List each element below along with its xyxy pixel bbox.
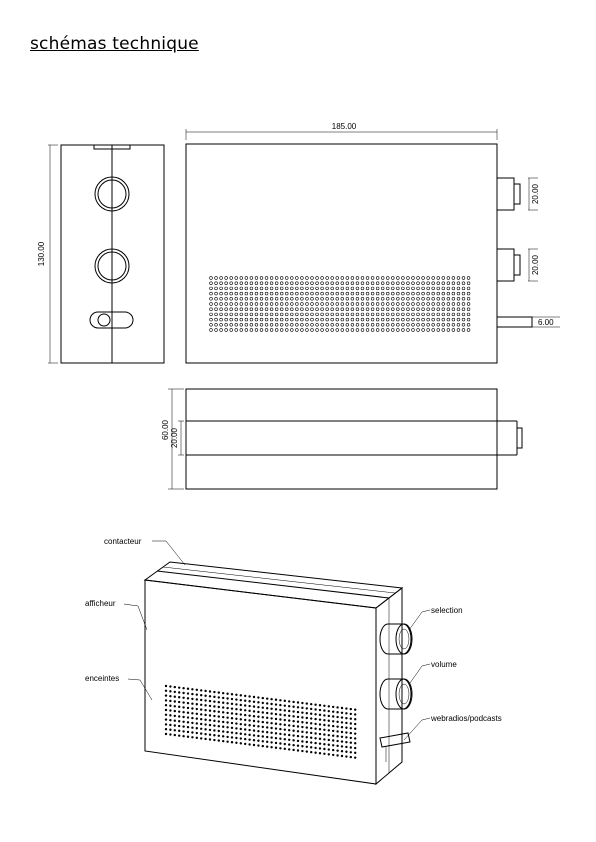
switch-dimension: 6.00 bbox=[538, 318, 554, 327]
width-dimension: 185.00 bbox=[332, 122, 357, 131]
front-switch bbox=[496, 316, 533, 328]
perspective-view: contacteur afficheur enceintes selection… bbox=[85, 537, 502, 786]
leader-contacteur bbox=[152, 540, 186, 566]
top-view-body bbox=[185, 388, 498, 490]
perspective-side-face bbox=[375, 586, 403, 786]
front-speaker-grille bbox=[209, 276, 471, 332]
depth-dimension: 60.00 bbox=[161, 419, 170, 440]
side-knob-volume bbox=[94, 248, 130, 284]
leader-selection bbox=[408, 609, 431, 631]
front-knob-selection bbox=[496, 177, 515, 211]
label-enceintes: enceintes bbox=[85, 674, 119, 683]
perspective-speaker-grille bbox=[164, 684, 357, 759]
front-view: 185.00 20.00 20.00 6.00 bbox=[185, 122, 560, 364]
perspective-front-face bbox=[144, 579, 377, 785]
depth-inner-dimension: 20.00 bbox=[170, 427, 179, 448]
knob2-dimension: 20.00 bbox=[531, 254, 540, 275]
height-dimension: 130.00 bbox=[37, 241, 46, 266]
leader-volume bbox=[409, 663, 431, 684]
side-knob-selection bbox=[94, 176, 130, 212]
perspective-switch bbox=[379, 732, 411, 762]
perspective-knob-selection bbox=[379, 623, 413, 655]
label-afficheur: afficheur bbox=[85, 599, 116, 608]
side-switch bbox=[89, 311, 134, 329]
label-volume: volume bbox=[431, 660, 457, 669]
label-webradios: webradios/podcasts bbox=[430, 714, 502, 723]
perspective-knob-volume bbox=[379, 678, 413, 710]
knob1-dimension: 20.00 bbox=[531, 183, 540, 204]
top-view-knob bbox=[516, 427, 523, 449]
leader-afficheur bbox=[123, 603, 148, 631]
leader-enceintes bbox=[127, 678, 153, 701]
front-knob-volume bbox=[496, 248, 515, 282]
page-title: schémas technique bbox=[30, 34, 199, 54]
side-view: 130.00 bbox=[37, 144, 165, 364]
top-view: 60.00 20.00 bbox=[161, 388, 523, 490]
label-contacteur: contacteur bbox=[104, 537, 142, 546]
label-selection: selection bbox=[431, 606, 463, 615]
leader-webradios bbox=[403, 717, 431, 741]
